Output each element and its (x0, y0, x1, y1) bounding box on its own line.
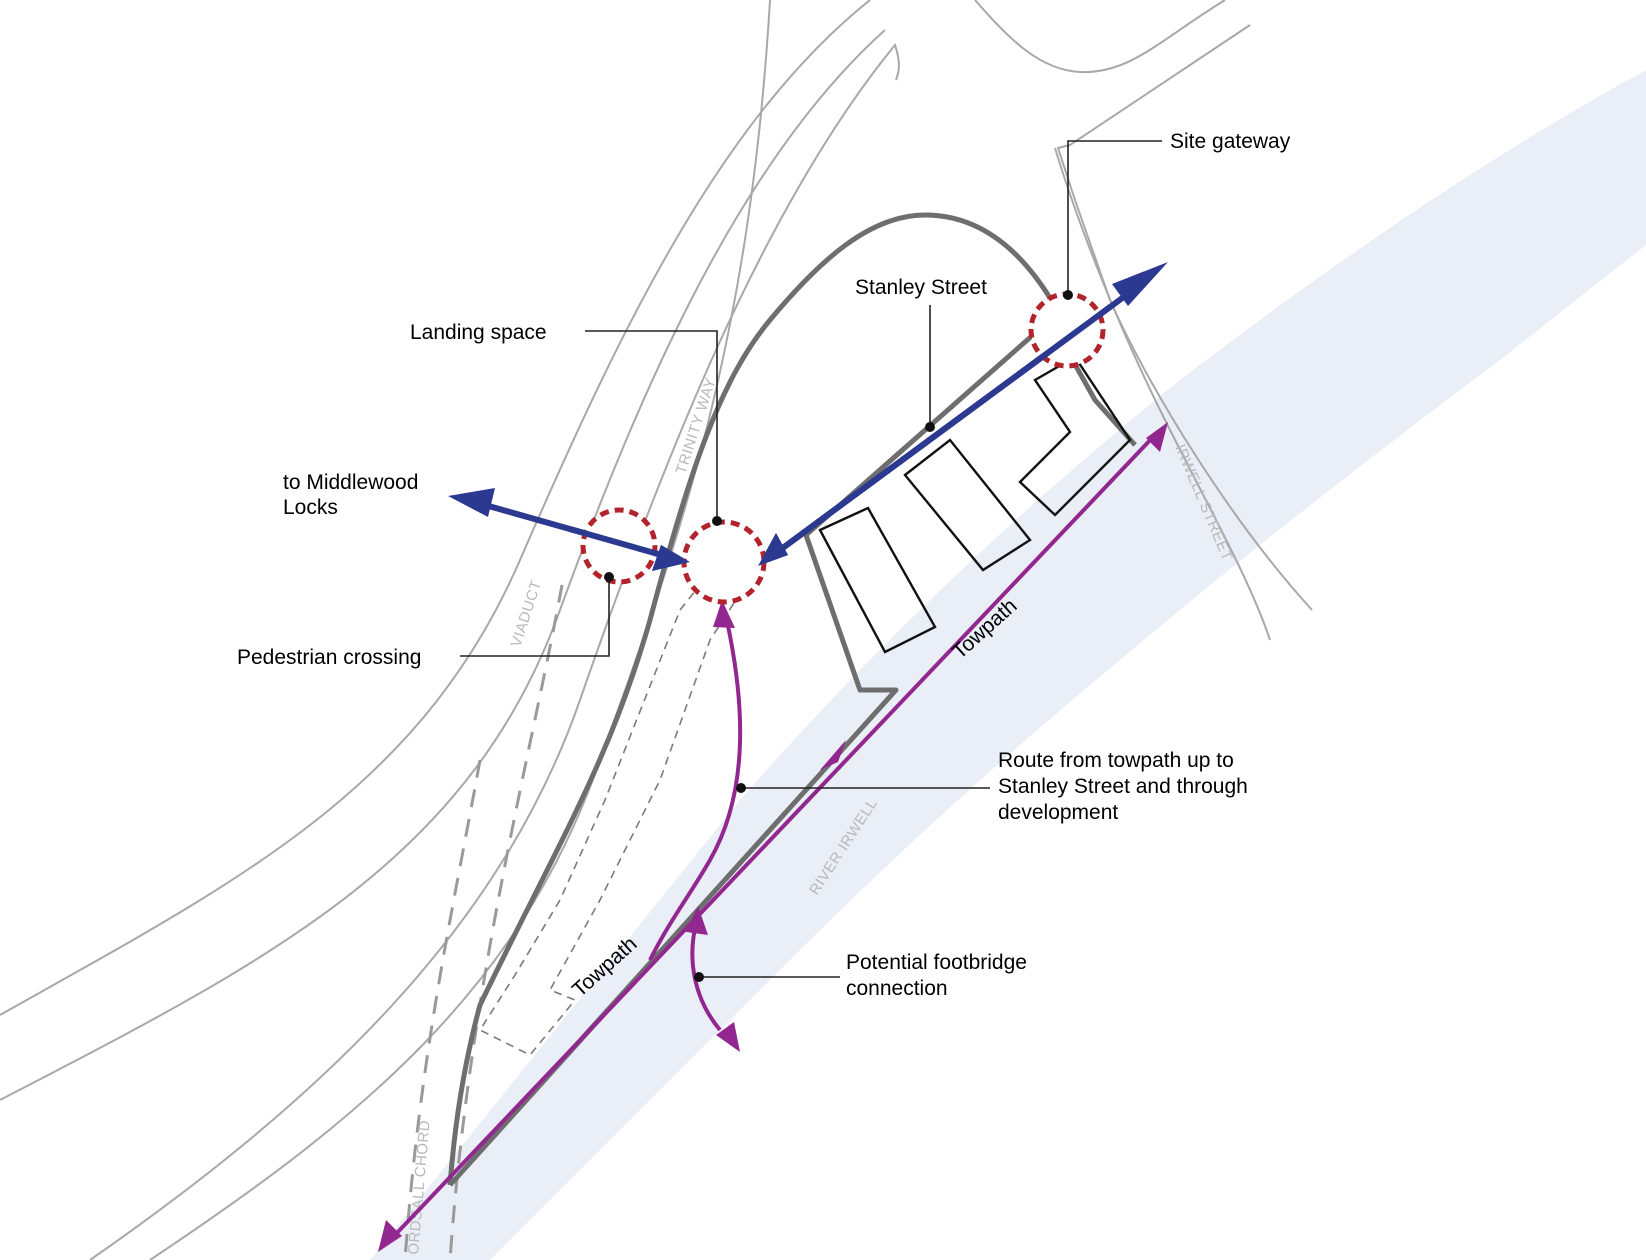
label-stanley-street: Stanley Street (855, 276, 987, 299)
landing-space-ring (681, 519, 767, 605)
leader-site-gateway (1067, 140, 1162, 295)
label-middlewood-line2: Locks (283, 496, 338, 519)
label-route-line2: Stanley Street and through (998, 775, 1248, 798)
label-route-line3: development (998, 801, 1118, 824)
label-landing-space: Landing space (410, 321, 547, 344)
site-riverfront-edge (448, 318, 1052, 1187)
arrowhead-northeast-icon (1112, 262, 1168, 306)
building-2 (903, 438, 1032, 572)
towpath-arrowhead-southwest-icon (378, 1220, 402, 1252)
callout-leaders (460, 140, 1162, 982)
towpath-midpoint-arrowhead-icon (820, 740, 846, 770)
towpath-arrowhead-northeast-icon (1146, 422, 1168, 452)
purple-routes (378, 422, 1168, 1252)
label-viaduct: VIADUCT (508, 578, 546, 649)
label-footbridge-line1: Potential footbridge (846, 951, 1027, 974)
route-towpath-to-stanley-street (648, 611, 743, 961)
arrowhead-west-icon (448, 488, 495, 517)
leader-pedestrian-crossing (460, 577, 610, 657)
label-site-gateway: Site gateway (1170, 130, 1291, 153)
label-middlewood-line1: to Middlewood (283, 471, 418, 494)
footbridge-arrowhead-up-icon (686, 906, 708, 935)
footbridge-arrowhead-down-icon (716, 1022, 740, 1052)
label-route-line1: Route from towpath up to (998, 749, 1234, 772)
route-arrowhead-up-icon (713, 600, 735, 628)
label-pedestrian-crossing: Pedestrian crossing (237, 646, 421, 669)
leader-landing-space (585, 330, 718, 521)
trinity-way-road (0, 0, 900, 1260)
upper-junction-roads (974, 0, 1313, 641)
building-1 (818, 506, 937, 654)
towpath-route (393, 433, 1157, 1237)
label-footbridge-line2: connection (846, 977, 948, 1000)
site-boundary-outline (447, 212, 1137, 1186)
ordsall-chord-rail (403, 584, 564, 1260)
river-irwell (370, 70, 1646, 1260)
